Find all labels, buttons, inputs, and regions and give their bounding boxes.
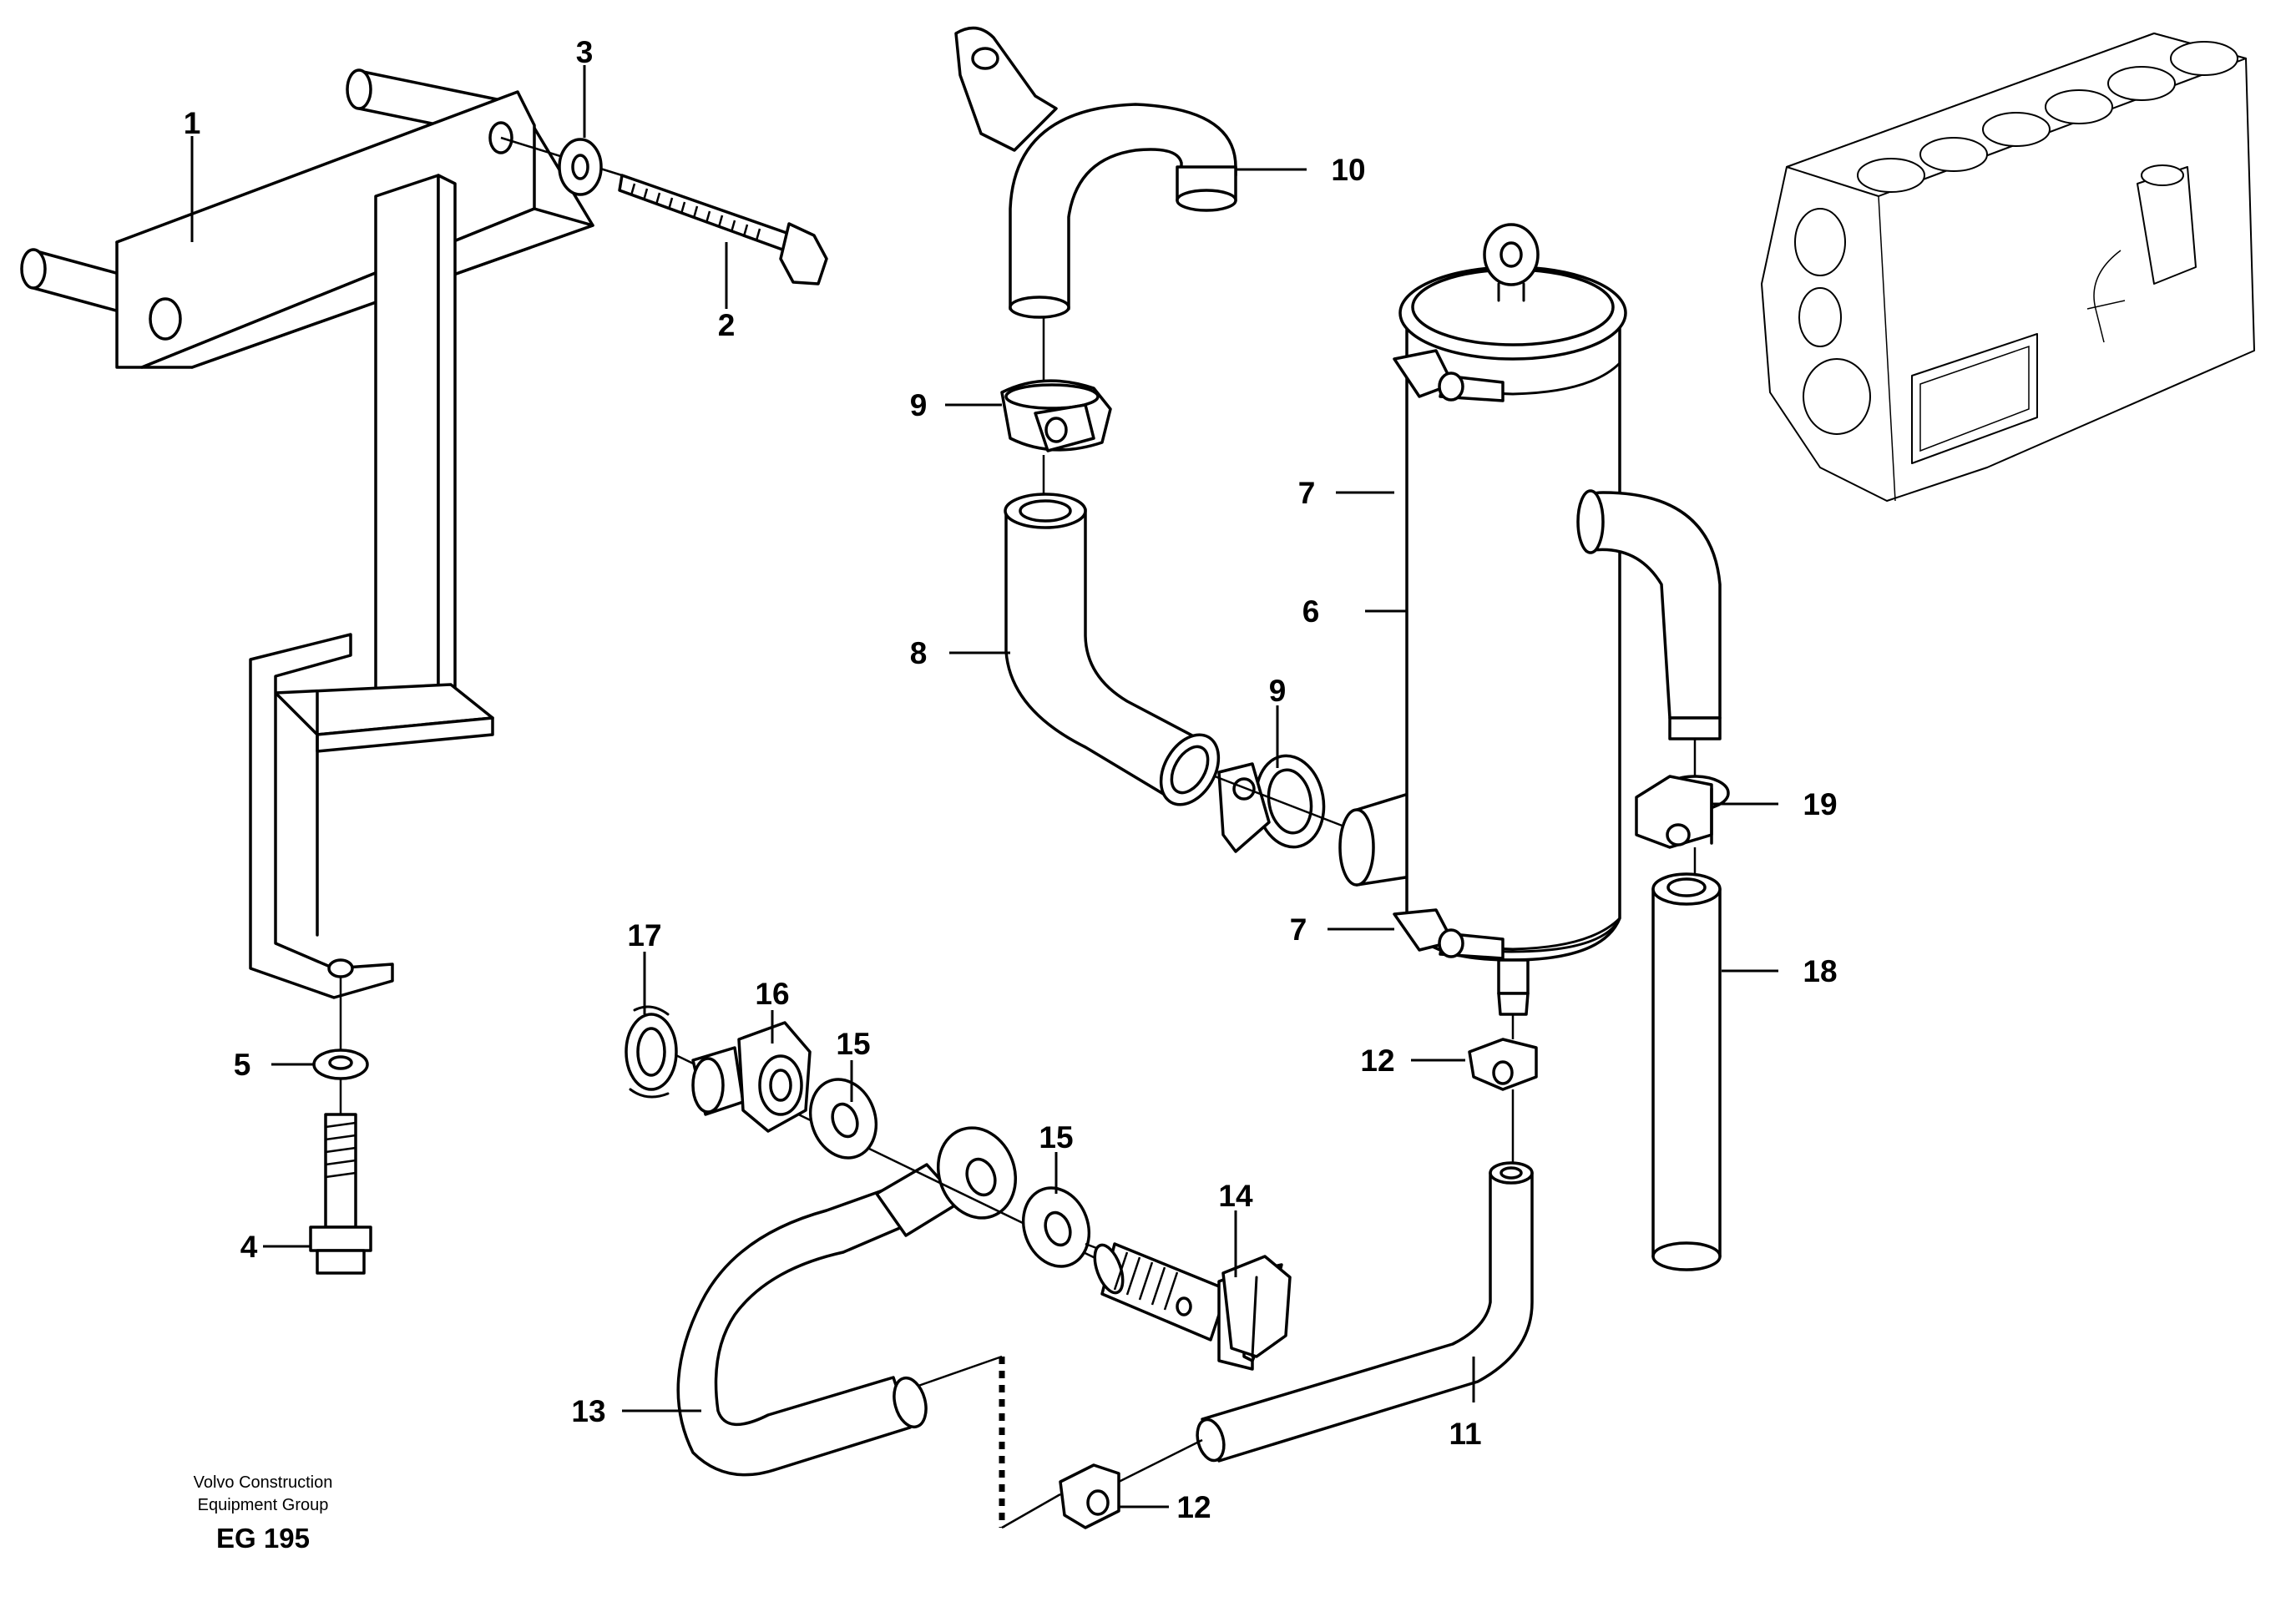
- callout-7-upper: 7: [1298, 476, 1316, 510]
- callout-9-middle: 9: [1269, 674, 1287, 708]
- banjo-bolt-14: [1093, 1242, 1292, 1371]
- drain-hose-11: [1196, 1161, 1534, 1463]
- callout-14: 14: [1218, 1179, 1253, 1213]
- engine-block-thumbnail: [1761, 33, 2255, 502]
- callout-15-left: 15: [836, 1027, 870, 1061]
- washer-15-right: [1021, 1186, 1091, 1268]
- canister-6: [1338, 223, 1722, 1016]
- callout-19: 19: [1803, 787, 1837, 821]
- callout-12-upper: 12: [1360, 1044, 1394, 1078]
- publisher-footer: Volvo Construction Equipment Group EG 19…: [125, 1472, 401, 1557]
- long-bolt: [500, 136, 828, 286]
- callout-6: 6: [1302, 594, 1320, 629]
- flange-bolt-4: [309, 1113, 372, 1275]
- hose-clamp-9-middle: [1217, 754, 1326, 853]
- leader-lines: [190, 65, 1778, 1508]
- middle-hose-8: [1004, 493, 1221, 806]
- callout-13: 13: [571, 1394, 605, 1428]
- hose-clamp-12-lower: [1059, 1463, 1120, 1529]
- washer-3: [558, 138, 603, 196]
- straight-hose-18: [1651, 872, 1722, 1271]
- company-line-2: Equipment Group: [197, 1496, 329, 1514]
- callout-16: 16: [755, 977, 789, 1011]
- company-line-1: Volvo Construction: [193, 1473, 333, 1492]
- hose-clamp-19: [1635, 775, 1730, 849]
- callout-4: 4: [240, 1230, 258, 1264]
- bracket-assembly: [20, 68, 594, 999]
- washer-15-left: [808, 1078, 878, 1160]
- washer-5: [312, 1049, 369, 1080]
- hose-clamp-9-upper: [1000, 379, 1112, 452]
- seal-ring-17: [625, 1005, 678, 1099]
- callout-17: 17: [627, 918, 661, 953]
- callout-8: 8: [910, 636, 928, 670]
- callout-10: 10: [1331, 153, 1365, 187]
- callout-1: 1: [184, 106, 201, 140]
- hose-clamp-7-lower: [1393, 908, 1621, 960]
- callout-18: 18: [1803, 954, 1837, 988]
- upper-hose-10: [954, 26, 1237, 319]
- illustration-code: EG 195: [216, 1523, 310, 1554]
- callout-5: 5: [234, 1048, 251, 1082]
- banjo-hose-13: [676, 1126, 1018, 1477]
- callout-7-lower: 7: [1290, 912, 1307, 947]
- callout-3: 3: [576, 35, 594, 69]
- callout-numbers: 1 2 3 4 5 6 7 7 8 9 9 10 11 12 12 13 14 …: [184, 35, 1838, 1524]
- callout-11: 11: [1449, 1417, 1481, 1451]
- callout-15-right: 15: [1039, 1120, 1073, 1155]
- hose-clamp-12-upper: [1468, 1038, 1538, 1091]
- callout-2: 2: [718, 308, 736, 342]
- callout-12-lower: 12: [1176, 1490, 1211, 1524]
- hose-clamp-7-upper: [1393, 349, 1621, 402]
- callout-9-upper: 9: [910, 388, 928, 422]
- adapter-nut-16: [691, 1021, 812, 1133]
